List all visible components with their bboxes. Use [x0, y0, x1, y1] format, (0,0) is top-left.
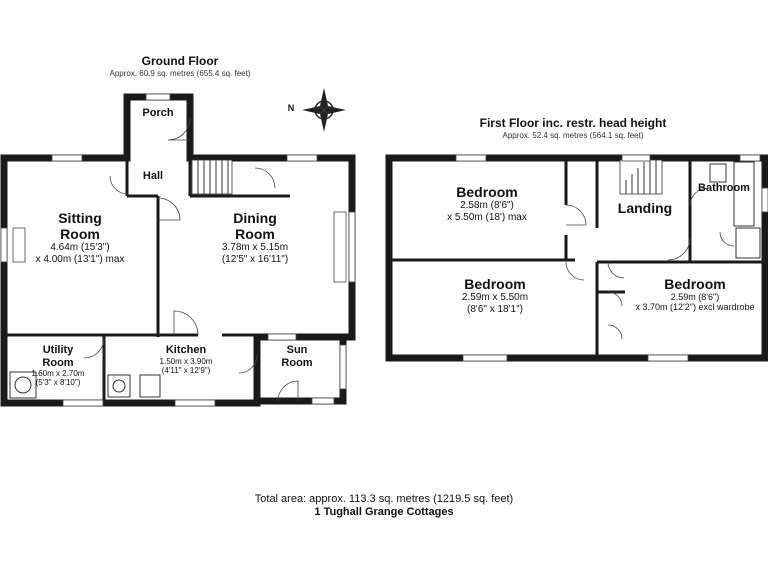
bedroom1-label: Bedroom 2.58m (8'6") x 5.50m (18') max	[412, 184, 562, 223]
hob-unit	[139, 374, 161, 398]
bedroom3-label: Bedroom 2.59m (8'6") x 3.70m (12'2") exc…	[626, 276, 764, 313]
utility-room-dims: 1.60m x 2.70m (5'3" x 8'10")	[31, 369, 85, 388]
dining-window	[286, 154, 318, 162]
bathroom-door	[689, 187, 709, 207]
bath-tub	[733, 161, 755, 227]
toilet	[709, 163, 727, 183]
cupboard-door	[719, 231, 735, 247]
dining-room-label: Dining Room 3.78m x 5.15m (12'5" x 16'11…	[180, 210, 330, 265]
utility-room-name: Utility Room	[42, 344, 74, 369]
first-floor-title: First Floor inc. restr. head height	[479, 116, 667, 130]
bedroom2-name: Bedroom	[464, 276, 526, 292]
fireplace-dining	[333, 211, 347, 283]
kitchen-sink	[107, 374, 131, 398]
sitting-room-name: Sitting Room	[58, 210, 102, 243]
landing-window	[621, 154, 651, 162]
sitting-room-dims: 4.64m (15'3") x 4.00m (13'1") max	[35, 242, 125, 265]
compass-north-label: N	[287, 103, 295, 113]
first-floor-plan	[385, 154, 768, 362]
sun-window-bottom	[311, 397, 335, 405]
sitting-window	[51, 154, 83, 162]
porch-label: Porch	[142, 107, 174, 119]
bathroom-side-window	[761, 187, 768, 213]
washer-icon	[14, 376, 32, 394]
airing-cupboard	[735, 227, 761, 259]
sitting-side-window	[0, 227, 8, 263]
dining-room-dims: 3.78m x 5.15m (12'5" x 16'11")	[221, 242, 289, 265]
dining-room-name: Dining Room	[233, 210, 277, 243]
dining-door	[157, 197, 181, 221]
bed3-door	[667, 237, 691, 261]
sun-room-label: Sun Room	[281, 344, 313, 369]
ground-floor-title: Ground Floor	[141, 54, 219, 68]
bed1-door	[565, 204, 587, 226]
dining-side-window	[348, 211, 356, 283]
bed3-window	[647, 354, 689, 362]
kitchen-window	[174, 399, 216, 407]
bathroom-window	[739, 154, 761, 162]
utility-window	[62, 399, 104, 407]
ground-floor-heading: Ground Floor Approx. 60.9 sq. metres (65…	[80, 54, 280, 78]
property-address: 1 Tughall Grange Cottages	[314, 505, 454, 518]
bedroom2-dims: 2.59m x 5.50m (8'6" x 18'1")	[461, 292, 529, 315]
sun-outer-door	[277, 380, 299, 402]
sun-window-top	[267, 333, 297, 341]
bathroom-label: Bathroom	[698, 182, 750, 194]
porch-window	[145, 93, 171, 101]
kitchen-dims: 1.50m x 3.90m (4'11" x 12'9")	[159, 356, 213, 375]
bed2-door	[565, 261, 585, 281]
ground-floor-area: Approx. 60.9 sq. metres (655.4 sq. feet)	[109, 68, 251, 78]
sink-basin-icon	[112, 379, 126, 393]
hall-door	[109, 175, 129, 195]
kitchen-label: Kitchen 1.50m x 3.90m (4'11" x 12'9")	[136, 344, 236, 375]
wardrobe-doors	[607, 261, 625, 340]
bed1-window	[455, 154, 487, 162]
compass-rose	[302, 88, 346, 132]
stair-cupboard-door	[254, 167, 276, 189]
utility-appliance	[9, 371, 37, 399]
ground-floor-plan	[0, 93, 356, 407]
ground-stairs	[191, 159, 233, 195]
kitchen-name: Kitchen	[165, 344, 207, 356]
total-area-text: Total area: approx. 113.3 sq. metres (12…	[254, 493, 514, 505]
footer: Total area: approx. 113.3 sq. metres (12…	[184, 493, 584, 518]
bedroom1-name: Bedroom	[456, 184, 518, 200]
first-floor-stairs	[619, 159, 663, 195]
bedroom2-label: Bedroom 2.59m x 5.50m (8'6" x 18'1")	[420, 276, 570, 315]
porch-door	[167, 117, 191, 141]
fireplace-sitting	[12, 227, 26, 263]
bed2-window	[462, 354, 508, 362]
sun-inner-door	[238, 354, 258, 374]
first-floor-heading: First Floor inc. restr. head height Appr…	[440, 116, 706, 140]
utility-room-label: Utility Room 1.60m x 2.70m (5'3" x 8'10"…	[18, 344, 98, 388]
sitting-room-label: Sitting Room 4.64m (15'3") x 4.00m (13'1…	[10, 210, 150, 265]
bedroom1-dims: 2.58m (8'6") x 5.50m (18') max	[447, 200, 527, 223]
bedroom3-dims: 2.59m (8'6") x 3.70m (12'2") excl wardro…	[635, 292, 755, 313]
first-floor-area: Approx. 52.4 sq. metres (564.1 sq. feet)	[502, 130, 644, 140]
sun-window-side	[339, 344, 347, 390]
hall-label: Hall	[142, 170, 164, 182]
bedroom3-name: Bedroom	[664, 276, 726, 292]
utility-door	[83, 337, 105, 359]
kitchen-door	[173, 310, 199, 336]
landing-label: Landing	[617, 200, 673, 216]
